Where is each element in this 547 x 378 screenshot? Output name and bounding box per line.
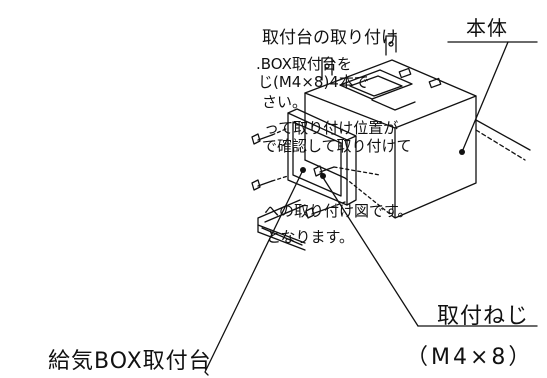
instruction-line-7: への取り付け図です。 [264, 202, 413, 220]
instruction-line-1: 取付台の取り付け [262, 28, 398, 48]
mount-screw-label: 取付ねじ [437, 304, 530, 329]
intake-box-mount-label: 給気BOX取付台 [48, 349, 212, 374]
instruction-line-8: となります。 [266, 228, 355, 246]
instruction-line-5: って取り付け位置が [264, 119, 399, 137]
instruction-line-3: じ(M4×8)4本で [258, 73, 369, 91]
instruction-line-4: さい。 [262, 93, 308, 111]
mount-screw-size-label: （M4×8） [406, 345, 534, 370]
main-body-label: 本体 [466, 16, 508, 40]
main-unit [304, 35, 477, 219]
leader-lines [204, 41, 538, 376]
instruction-line-2: .BOX取付台を [256, 55, 352, 73]
instruction-line-6: で確認して取り付けて [262, 137, 412, 155]
duct-pipe [475, 119, 531, 161]
screws [251, 127, 381, 219]
intake-box-mount-plate [287, 108, 357, 206]
